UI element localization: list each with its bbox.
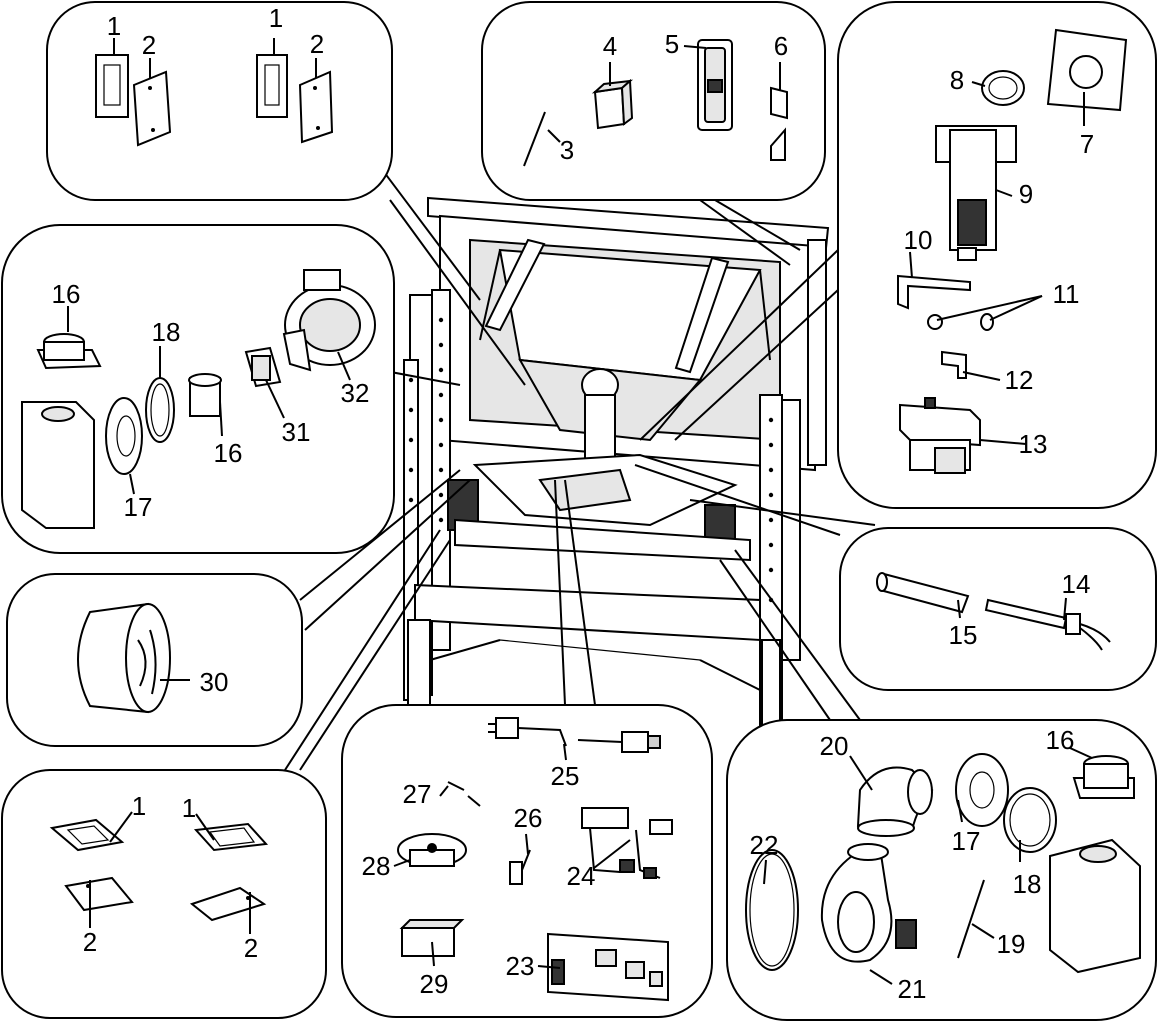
fireplace-firebox-assembly [403, 196, 830, 736]
part-14-igniter [984, 598, 1111, 651]
part-label: 18 [152, 317, 181, 347]
part-2-plate [189, 886, 267, 922]
part-label: 30 [200, 667, 229, 697]
part-17-gasket [105, 397, 143, 475]
leader-lines [284, 159, 876, 771]
part-housing-box [21, 401, 95, 529]
part-label: 16 [214, 438, 243, 468]
part-label: 2 [244, 933, 258, 963]
part-label: 24 [567, 861, 596, 891]
part-label: 29 [420, 969, 449, 999]
part-2-plate [298, 70, 334, 144]
part-label: 9 [1019, 179, 1033, 209]
part-3-rod [523, 111, 546, 167]
part-19-rod [957, 879, 985, 959]
part-17-gasket [955, 753, 1009, 827]
part-1-gasket [193, 822, 269, 852]
part-label: 16 [52, 279, 81, 309]
panel-top-center: 3 4 5 6 [481, 1, 826, 201]
part-label: 13 [1019, 429, 1048, 459]
part-6-bracket [770, 86, 788, 161]
panel-bottom-right: 20 16 17 22 18 19 21 [726, 719, 1157, 1021]
part-25-power-cords [488, 717, 661, 753]
part-label: 6 [774, 31, 788, 61]
panel-top-left: 1 2 1 2 [46, 1, 393, 201]
part-7-plate [1046, 28, 1128, 112]
panel-right-top: 7 8 9 10 11 12 13 [837, 1, 1157, 509]
part-10-bracket [897, 274, 971, 310]
part-label: 12 [1005, 365, 1034, 395]
part-18-ring [1003, 787, 1057, 853]
part-27-pin [447, 781, 481, 807]
part-label: 1 [107, 11, 121, 41]
part-label: 5 [665, 29, 679, 59]
part-label: 4 [603, 31, 617, 61]
part-label: 2 [310, 29, 324, 59]
part-23-control-board [547, 932, 669, 1002]
part-24-wire-harness [581, 807, 673, 879]
part-29-relay [399, 919, 465, 957]
part-16-pipe [188, 373, 222, 417]
part-1-gasket [49, 818, 125, 852]
part-16-collar [36, 333, 102, 370]
part-label: 20 [820, 731, 849, 761]
panel-bottom-center: 25 27 26 28 24 29 23 [341, 704, 713, 1018]
part-label: 17 [952, 826, 981, 856]
part-label: 3 [560, 135, 574, 165]
part-31-plate [244, 346, 282, 388]
part-label: 22 [750, 830, 779, 860]
part-label: 1 [182, 793, 196, 823]
part-label: 18 [1013, 869, 1042, 899]
panel-left-30: 30 [6, 573, 303, 747]
part-label: 31 [282, 417, 311, 447]
part-5-control-panel [697, 39, 733, 131]
part-label: 11 [1053, 279, 1080, 309]
panel-bottom-left: 1 1 2 2 [1, 769, 327, 1019]
part-label: 1 [269, 3, 283, 33]
part-housing-box [1049, 838, 1141, 974]
part-2-plate [132, 70, 172, 147]
part-1-gasket [256, 54, 288, 118]
panel-left-middle: 16 18 32 16 31 17 [1, 224, 395, 554]
part-label: 14 [1062, 569, 1091, 599]
part-label: 16 [1046, 725, 1075, 755]
part-label: 2 [142, 30, 156, 60]
part-1-gasket [95, 54, 129, 118]
part-4-switch-box [591, 78, 634, 130]
part-label: 8 [950, 65, 964, 95]
part-18-ring [145, 377, 175, 443]
part-label: 21 [898, 974, 927, 1004]
part-label: 23 [506, 951, 535, 981]
part-15-tube [876, 572, 970, 614]
part-13-auger-motor [899, 397, 981, 474]
part-28-igniter-plate [397, 833, 467, 867]
part-label: 28 [362, 851, 391, 881]
part-label: 15 [949, 620, 978, 650]
part-16-collar [1072, 755, 1135, 799]
part-label: 10 [904, 225, 933, 255]
part-label: 32 [341, 378, 370, 408]
part-label: 19 [997, 929, 1026, 959]
part-label: 25 [551, 761, 580, 791]
part-label: 26 [514, 803, 543, 833]
part-21-combustion-blower [820, 843, 917, 963]
part-32-blower [282, 269, 376, 372]
part-label: 2 [83, 927, 97, 957]
part-30-convection-blower [77, 602, 171, 714]
part-2-plate [64, 876, 134, 912]
part-12-clip [941, 350, 967, 379]
part-11-washers [927, 313, 994, 331]
part-label: 7 [1080, 129, 1094, 159]
part-22-gasket [745, 849, 799, 971]
panel-right-middle: 14 15 [839, 527, 1157, 691]
part-label: 27 [403, 779, 432, 809]
part-label: 17 [124, 492, 153, 522]
part-9-auger-housing [935, 125, 1017, 261]
part-8-ring [981, 70, 1025, 106]
part-label: 1 [132, 791, 146, 821]
part-20-elbow [856, 766, 934, 837]
